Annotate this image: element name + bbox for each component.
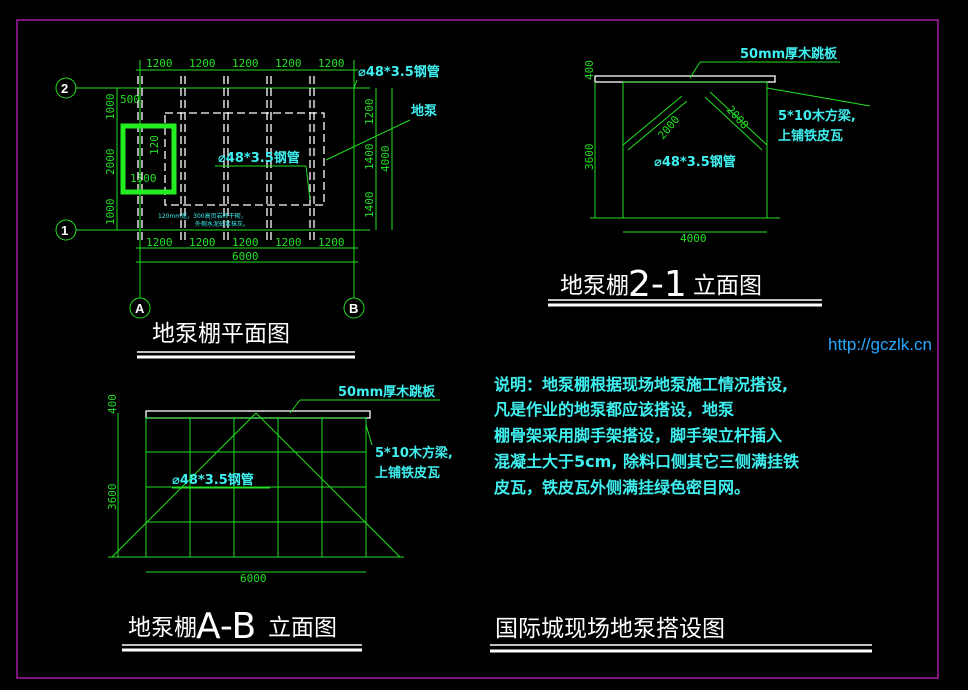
note-line: 凡是作业的地泵都应该搭设，地泵 (494, 400, 734, 419)
wall-note: 外侧水泥砂浆抹灰。 (195, 220, 249, 228)
wall-note: 120mm宽，300高页岩砖干砌， (158, 212, 247, 220)
dim-top-height: 400 (106, 394, 119, 414)
axis-bubble-b (343, 297, 365, 319)
elev21-title: 地泵棚 (560, 273, 629, 299)
axis-label-b: B (349, 301, 358, 316)
elevab-title-suffix: 立面图 (268, 615, 337, 641)
plank-label: 50mm厚木跳板 (338, 384, 436, 400)
dim-brace: 2000 (655, 113, 682, 142)
watermark-url: http://gczlk.cn (828, 335, 932, 354)
pipe-label: ⌀48*3.5钢管 (654, 154, 736, 170)
axis-label-1: 1 (61, 223, 68, 238)
dim-height: 3600 (583, 144, 596, 171)
pump-label: 地泵 (411, 103, 437, 119)
dim-top: 1200 (275, 57, 302, 70)
elevation-a-b: 400 3600 6000 50mm厚木跳板 5*10木方梁, 上铺铁皮瓦 ⌀4… (106, 384, 453, 652)
elev21-title-big: 2-1 (628, 264, 687, 305)
pipe-label-inner: ⌀48*3.5钢管 (218, 150, 300, 166)
scaffold-posts (137, 76, 315, 240)
dim-bottom: 1200 (232, 236, 259, 249)
dim-1500: 1500 (130, 172, 157, 185)
dim-top: 1200 (318, 57, 345, 70)
note-line: 棚骨架采用脚手架搭设，脚手架立杆插入 (494, 426, 782, 445)
note-line: 混凝土大于5cm, 除料口侧其它三侧满挂铁 (494, 452, 799, 471)
dim-120: 120 (148, 135, 161, 155)
dim-right: 1400 (363, 144, 376, 171)
dim-left: 1000 (104, 94, 117, 121)
elevab-title: 地泵棚 (128, 615, 197, 641)
dim-top-height: 400 (583, 60, 596, 80)
beam-label: 5*10木方梁, (375, 445, 453, 461)
hopper-wall (120, 123, 177, 195)
dim-height: 3600 (106, 484, 119, 511)
dim-right: 1200 (363, 99, 376, 126)
elevation-2-1: 400 3600 4000 2000 2008 50mm厚木跳板 5*10木方梁… (548, 46, 871, 307)
dim-left: 2000 (104, 149, 117, 176)
axis-label-a: A (135, 301, 145, 316)
pump-outline (164, 112, 325, 206)
main-title: 国际城现场地泵搭设图 (495, 616, 725, 642)
pipe-label: ⌀48*3.5钢管 (358, 64, 440, 80)
axis-bubble-a (129, 297, 151, 319)
drawing-frame (16, 19, 939, 679)
beam-label: 上铺铁皮瓦 (375, 465, 440, 481)
dim-total-depth: 4000 (379, 146, 392, 173)
axis-bubble-2 (55, 77, 77, 99)
dim-right: 1400 (363, 192, 376, 219)
dim-bottom: 1200 (318, 236, 345, 249)
axis-label-2: 2 (61, 81, 68, 96)
dim-width: 4000 (680, 232, 707, 245)
notes: 说明：地泵棚根据现场地泵施工情况搭设, 凡是作业的地泵都应该搭设，地泵 棚骨架采… (493, 375, 799, 497)
beam-label: 上铺铁皮瓦 (778, 128, 843, 144)
dim-total-width: 6000 (232, 250, 259, 263)
dim-bottom: 1200 (189, 236, 216, 249)
dim-bottom: 1200 (146, 236, 173, 249)
beam-label: 5*10木方梁, (778, 108, 856, 124)
note-line: 皮瓦，铁皮瓦外侧满挂绿色密目网。 (493, 478, 750, 497)
elevab-title-big: A-B (196, 606, 256, 647)
note-line: 说明：地泵棚根据现场地泵施工情况搭设, (494, 375, 788, 394)
pipe-label: ⌀48*3.5钢管 (172, 472, 254, 488)
dim-width: 6000 (240, 572, 267, 585)
dim-top: 1200 (232, 57, 259, 70)
elev21-title-suffix: 立面图 (693, 273, 762, 299)
plank-label: 50mm厚木跳板 (740, 46, 838, 62)
plan-view: 2 1 A B 1200 1200 1200 1200 1200 1200 12… (55, 57, 440, 359)
dim-left: 1000 (104, 199, 117, 226)
axis-bubble-1 (55, 219, 77, 241)
dim-top: 1200 (189, 57, 216, 70)
dim-500: 500 (120, 93, 140, 106)
dim-top: 1200 (146, 57, 173, 70)
dim-bottom: 1200 (275, 236, 302, 249)
plan-title: 地泵棚平面图 (152, 321, 290, 347)
